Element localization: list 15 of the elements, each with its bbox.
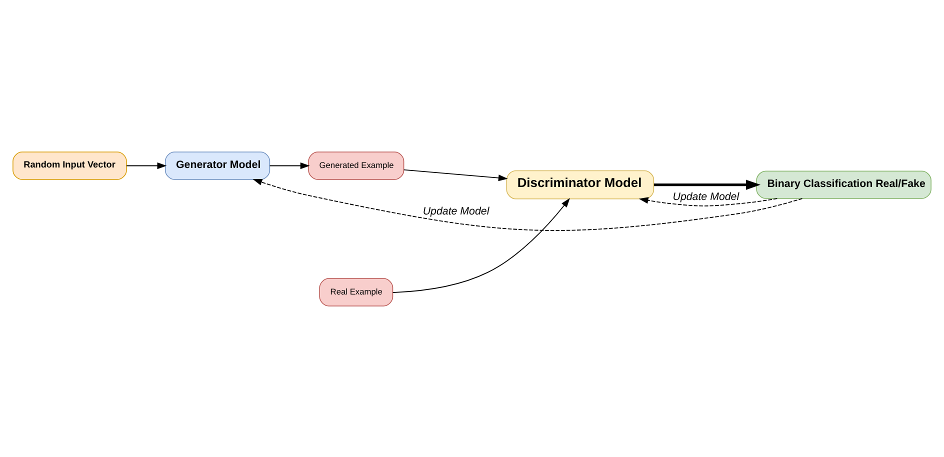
node-box: Real Example (319, 278, 394, 306)
arrow (403, 168, 508, 181)
node-box: Generated Example (308, 151, 404, 180)
arrow (126, 162, 167, 169)
arrow (654, 179, 761, 190)
arrow (638, 196, 778, 206)
arrow (252, 178, 803, 230)
node-box: Binary Classification Real/Fake (756, 170, 932, 198)
edge-label: Update Model (672, 190, 740, 203)
node-box: Discriminator Model (506, 170, 654, 199)
node-box: Random Input Vector (12, 151, 127, 180)
arrow (269, 162, 310, 169)
edge-label: Update Model (422, 205, 490, 218)
arrow (392, 198, 570, 292)
node-box: Generator Model (164, 151, 270, 180)
